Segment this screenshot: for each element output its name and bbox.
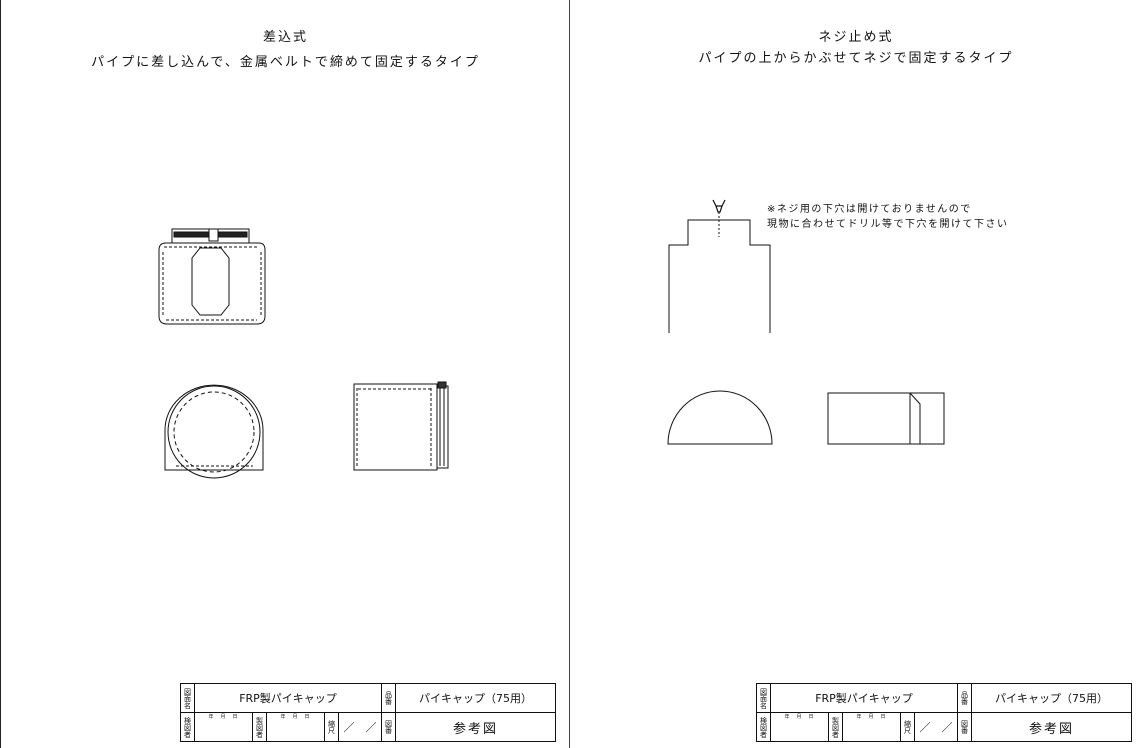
checker-label: 検図者	[757, 713, 771, 741]
drafter-label: 製図者	[829, 713, 843, 741]
drawing-no-label: 図番	[958, 713, 972, 741]
scale-value: ／ ／	[339, 713, 382, 741]
right-panel: ネジ止め式 パイプの上からかぶせてネジで固定するタイプ ※ネジ用の下穴は開けてお…	[569, 0, 1141, 748]
part-no-label: 品番	[958, 684, 972, 713]
screw-front-view	[668, 199, 771, 333]
screw-note: ※ネジ用の下穴は開けておりませんので 現物に合わせてドリル等で下穴を開けて下さい	[767, 202, 1009, 232]
screw-note-line2: 現物に合わせてドリル等で下穴を開けて下さい	[767, 219, 1009, 230]
drawing-name-label: 図面名	[181, 684, 195, 713]
drawing-no: 参考図	[1028, 721, 1074, 737]
checker-date: 年 月 日	[771, 713, 829, 741]
left-title: 差込式	[262, 30, 308, 45]
right-subtitle: パイプの上からかぶせてネジで固定するタイプ	[698, 51, 1014, 66]
checker-label: 検図者	[181, 713, 195, 741]
checker-date: 年 月 日	[195, 713, 253, 741]
drafter-date: 年 月 日	[843, 713, 901, 741]
screw-top-view	[667, 390, 773, 445]
insert-side-view	[353, 381, 449, 471]
left-title-block: 図面名 FRP製パイキャップ 品番 パイキャップ（75用） 検図者 年 月 日 …	[180, 683, 556, 742]
drawing-name: FRP製パイキャップ	[195, 684, 382, 713]
scale-label: 縮尺	[901, 713, 915, 741]
drawing-no: 参考図	[452, 721, 498, 737]
scale-label: 縮尺	[325, 713, 339, 741]
part-no-label: 品番	[382, 684, 396, 713]
left-panel: 差込式 パイプに差し込んで、金属ベルトで締めて固定するタイプ	[0, 0, 570, 748]
right-title-block: 図面名 FRP製パイキャップ 品番 パイキャップ（75用） 検図者 年 月 日 …	[756, 683, 1132, 742]
screw-note-line1: ※ネジ用の下穴は開けておりませんので	[767, 204, 972, 215]
drawing-name-label: 図面名	[757, 684, 771, 713]
part-no: パイキャップ（75用）	[396, 684, 555, 713]
right-title: ネジ止め式	[818, 30, 894, 45]
left-subtitle: パイプに差し込んで、金属ベルトで締めて固定するタイプ	[91, 55, 480, 70]
insert-top-view	[164, 384, 264, 479]
drawing-name: FRP製パイキャップ	[771, 684, 958, 713]
part-no: パイキャップ（75用）	[972, 684, 1131, 713]
scale-value: ／ ／	[915, 713, 958, 741]
screw-type-drawing	[667, 199, 945, 445]
drafter-label: 製図者	[253, 713, 267, 741]
insert-type-drawing	[158, 228, 449, 479]
drafter-date: 年 月 日	[267, 713, 325, 741]
insert-front-view	[158, 228, 266, 325]
drawing-no-label: 図番	[382, 713, 396, 741]
screw-side-view	[827, 392, 945, 445]
